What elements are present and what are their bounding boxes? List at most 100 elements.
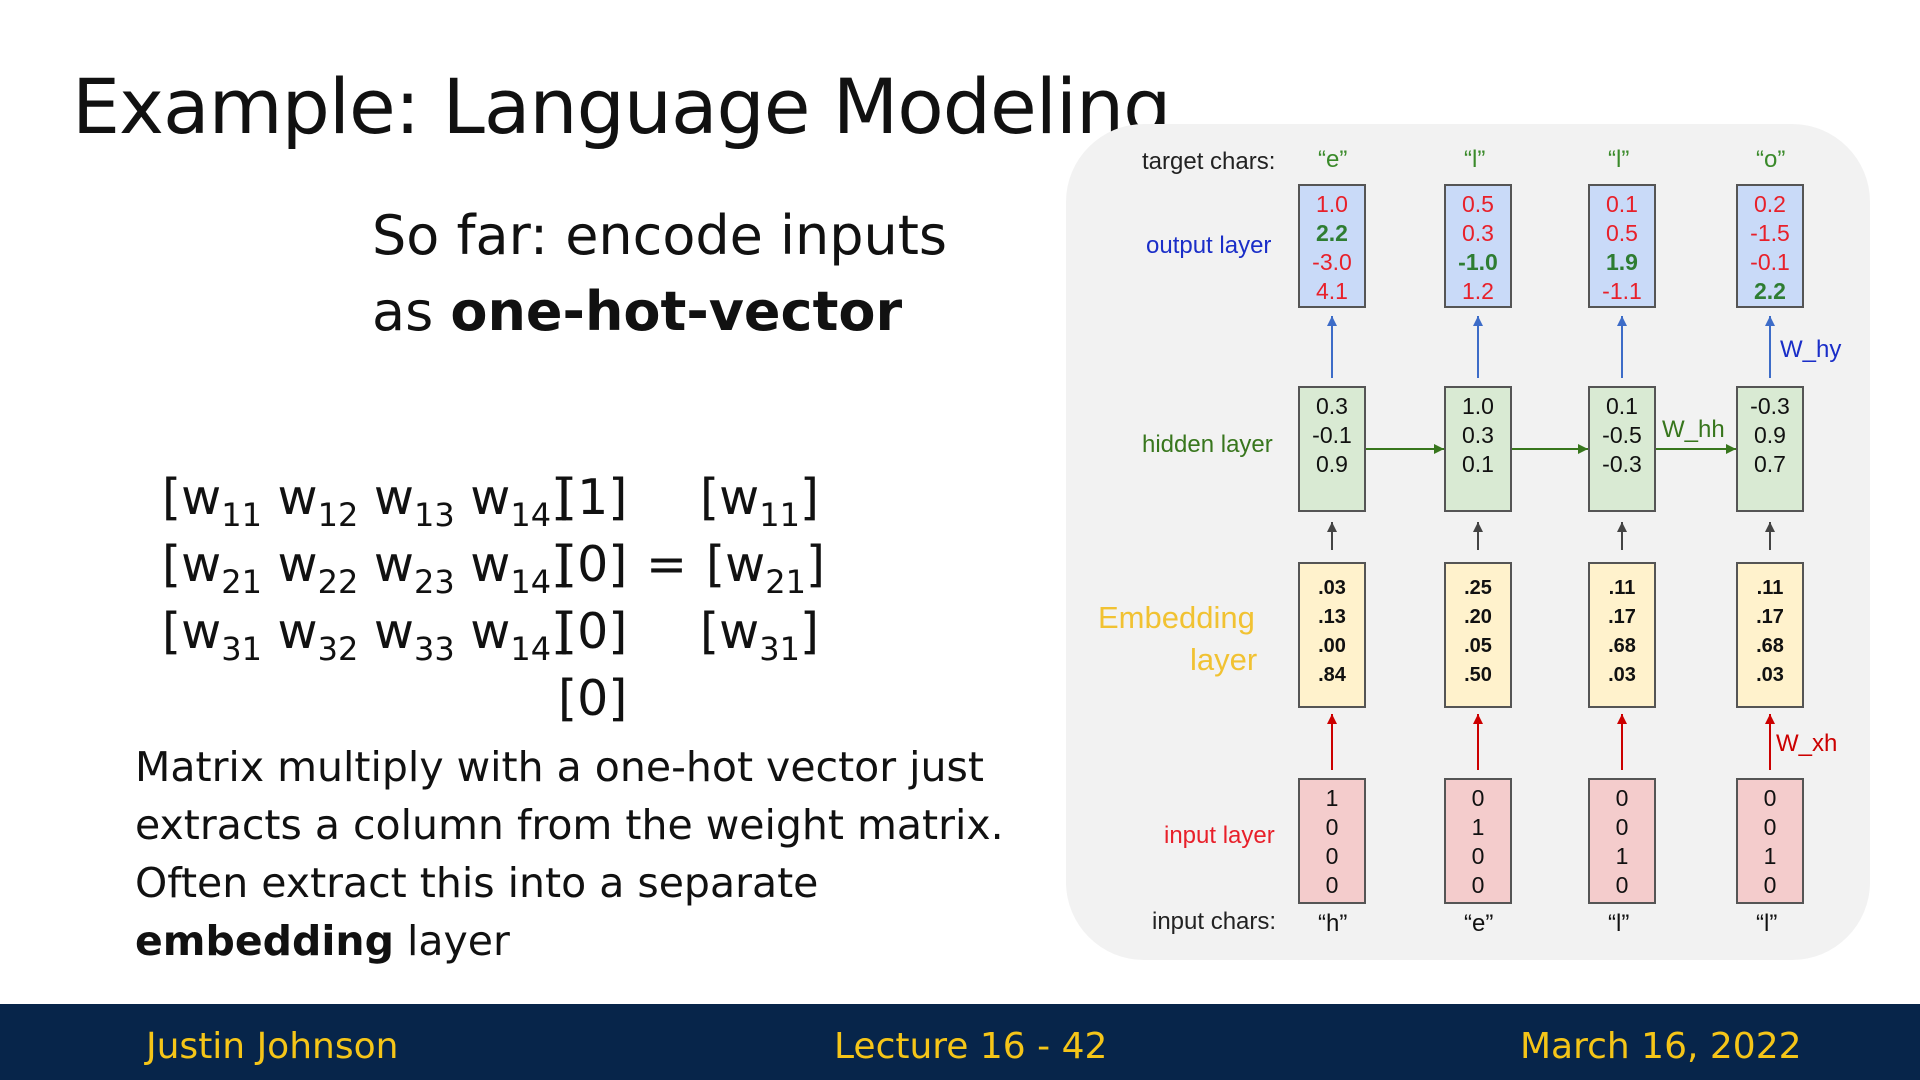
result-entry: [w21]: [706, 536, 826, 601]
cell-value: 0: [1325, 872, 1339, 898]
cell-value: 0.5: [1462, 191, 1494, 217]
input-chars-label: input chars:: [1152, 908, 1277, 935]
cell-value: .03: [1318, 577, 1346, 599]
cell-value: 1: [1325, 785, 1339, 811]
weight-row: [w31 w32 w33 w14]: [162, 603, 571, 668]
cell-value: 0: [1471, 843, 1485, 869]
cell-value: 0.9: [1754, 422, 1786, 448]
cell-value: 0.1: [1462, 451, 1494, 477]
w-xh-label: W_xh: [1776, 730, 1838, 757]
explanation-text: Matrix multiply with a one-hot vector ju…: [135, 738, 1004, 970]
cell-value: .17: [1756, 606, 1784, 628]
result-entry: [w31]: [700, 603, 820, 668]
footer-date: March 16, 2022: [1520, 1026, 1802, 1067]
footer-author: Justin Johnson: [146, 1026, 399, 1067]
cell-value: 0: [1615, 872, 1629, 898]
output-layer-label: output layer: [1146, 232, 1272, 259]
embedding-to-hidden-arrow: [1765, 522, 1775, 550]
embedding-to-hidden-arrow: [1473, 522, 1483, 550]
cell-value: .17: [1608, 606, 1636, 628]
explanation-line4: embedding layer: [135, 912, 1004, 970]
explanation-rest: layer: [393, 917, 510, 965]
cell-value: 0.3: [1462, 422, 1494, 448]
subtitle-line1: So far: encode inputs: [372, 204, 948, 267]
cell-value: 0.3: [1462, 220, 1494, 246]
one-hot-entry: [0]: [558, 670, 628, 727]
cell-value: .84: [1318, 664, 1346, 686]
input-to-embedding-arrow: [1327, 714, 1337, 770]
one-hot-entry: [1]: [558, 469, 628, 526]
explanation-line3: Often extract this into a separate: [135, 859, 819, 907]
cell-value: 2.2: [1754, 278, 1786, 304]
weight-row: [w21 w22 w23 w14]: [162, 536, 571, 601]
output-vector: 1.0 2.2 -3.0 4.1: [1298, 184, 1366, 308]
embedding-layer-label-2: layer: [1190, 642, 1258, 677]
cell-value: 0: [1471, 872, 1485, 898]
cell-value: 0.7: [1754, 451, 1786, 477]
input-to-embedding-arrow: [1473, 714, 1483, 770]
w-hy-label: W_hy: [1780, 336, 1842, 363]
embedding-vector: .11.17.68.03: [1588, 562, 1656, 708]
hidden-to-output-arrow: [1327, 316, 1337, 378]
input-to-embedding-arrow: [1765, 714, 1775, 770]
rnn-diagram: target chars: output layer hidden layer …: [1066, 124, 1870, 960]
hidden-recurrent-arrow: [1512, 444, 1588, 454]
cell-value: -0.1: [1312, 422, 1352, 448]
output-vector: 0.5 0.3 -1.0 1.2: [1444, 184, 1512, 308]
cell-value: 2.2: [1316, 220, 1348, 246]
cell-value: .50: [1464, 664, 1492, 686]
cell-value: .20: [1464, 606, 1492, 628]
cell-value: -1.0: [1458, 249, 1498, 275]
cell-value: .68: [1756, 635, 1784, 657]
equals-sign: =: [646, 536, 688, 593]
input-char: “h”: [1318, 910, 1348, 937]
input-char: “e”: [1464, 910, 1494, 937]
cell-value: .00: [1318, 635, 1346, 657]
cell-value: -0.1: [1750, 249, 1790, 275]
cell-value: .11: [1608, 577, 1636, 599]
subtitle-bold: one-hot-vector: [450, 280, 903, 343]
embedding-vector: .11.17.68.03: [1736, 562, 1804, 708]
cell-value: .05: [1464, 635, 1492, 657]
embedding-layer-label-1: Embedding: [1098, 600, 1255, 635]
target-chars-label: target chars:: [1142, 148, 1276, 175]
explanation-line1: Matrix multiply with a one-hot vector ju…: [135, 743, 984, 791]
cell-value: .03: [1756, 664, 1784, 686]
cell-value: 0.1: [1606, 393, 1638, 419]
cell-value: -1.1: [1602, 278, 1642, 304]
matrix-row: [w31 w32 w33 w14] [0] [w31]: [162, 598, 819, 668]
hidden-to-output-arrow: [1617, 316, 1627, 378]
result-entry: [w11]: [700, 469, 820, 534]
explanation-line2: extracts a column from the weight matrix…: [135, 801, 1004, 849]
footer-lecture: Lecture 16 - 42: [834, 1026, 1108, 1067]
cell-value: -0.3: [1602, 451, 1642, 477]
cell-value: 1.2: [1462, 278, 1494, 304]
cell-value: 0.2: [1754, 191, 1786, 217]
matrix-row: [w21 w22 w23 w14] [0]=[w21]: [162, 531, 825, 601]
input-to-embedding-arrow: [1617, 714, 1627, 770]
cell-value: -0.5: [1602, 422, 1642, 448]
hidden-to-output-arrow: [1765, 316, 1775, 378]
cell-value: -3.0: [1312, 249, 1352, 275]
cell-value: 0: [1615, 814, 1629, 840]
cell-value: 1: [1763, 843, 1777, 869]
cell-value: 4.1: [1316, 278, 1348, 304]
cell-value: 0: [1763, 814, 1777, 840]
cell-value: 1.0: [1316, 191, 1348, 217]
one-hot-entry: [0]: [558, 603, 628, 660]
cell-value: .13: [1318, 606, 1346, 628]
target-char: “l”: [1464, 146, 1486, 173]
cell-value: 0: [1763, 872, 1777, 898]
w-hh-label: W_hh: [1662, 416, 1725, 443]
cell-value: 1: [1471, 814, 1485, 840]
subtitle: So far: encode inputs as one-hot-vector: [372, 198, 947, 350]
hidden-recurrent-arrow: [1366, 444, 1444, 454]
